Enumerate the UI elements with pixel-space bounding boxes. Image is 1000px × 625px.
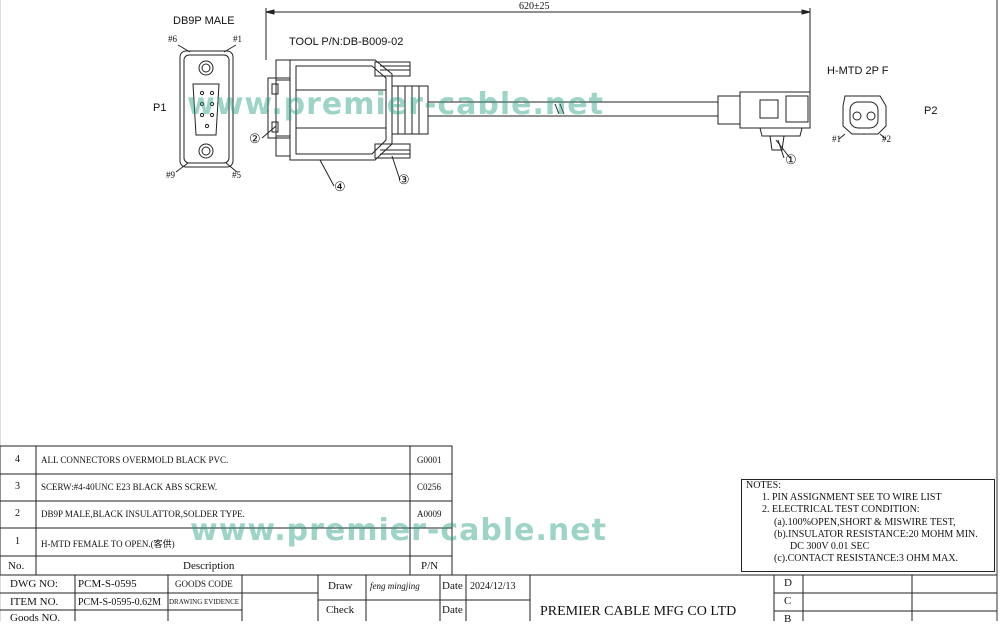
note-line-3: (a).100%OPEN,SHORT & MISWIRE TEST, (774, 516, 956, 528)
p2-connector-title: H-MTD 2P F (827, 65, 889, 77)
date-label: Date (442, 580, 463, 592)
callout-2: ② (249, 131, 261, 146)
bom-row-4-pn: G0001 (417, 455, 442, 465)
p1-connector-title: DB9P MALE (173, 15, 235, 27)
hmtd-front-view (838, 95, 887, 140)
p2-label: P2 (924, 105, 938, 117)
bom-row-4-desc: ALL CONNECTORS OVERMOLD BLACK PVC. (41, 455, 229, 465)
title-block-grid (0, 574, 997, 621)
notes-title: NOTES: (746, 480, 781, 491)
bom-row-2-no: 2 (15, 508, 20, 519)
bom-row-4-no: 4 (15, 454, 20, 465)
note-line-6: (c).CONTACT RESISTANCE:3 OHM MAX. (774, 553, 959, 565)
note-line-2: 2. ELECTRICAL TEST CONDITION: (762, 504, 920, 516)
note-line-5: DC 300V 0.01 SEC (790, 541, 870, 553)
goods-code-label: GOODS CODE (175, 579, 233, 589)
bom-row-2-desc: DB9P MALE,BLACK INSULATTOR,SOLDER TYPE. (41, 509, 245, 519)
date-label-check: Date (442, 604, 463, 616)
goods-no-label: Goods NO. (10, 612, 61, 624)
cable (428, 101, 718, 117)
tool-part-number: TOOL P/N:DB-B009-02 (289, 36, 404, 48)
callout-3: ③ (398, 172, 410, 187)
dwg-no-label: DWG NO: (10, 578, 58, 590)
db9-front-view (175, 44, 238, 173)
revision-c: C (784, 595, 792, 607)
notes-box: NOTES: 1. PIN ASSIGNMENT SEE TO WIRE LIS… (741, 479, 995, 572)
bom-row-3-no: 3 (15, 481, 20, 492)
length-dimension-label: 620±25 (519, 1, 550, 12)
p1-pin5-label: #5 (232, 170, 241, 180)
bom-header-desc: Description (183, 560, 235, 572)
bom-header-pn: P/N (421, 560, 439, 572)
p1-pin9-label: #9 (166, 170, 175, 180)
watermark-bottom: www.premier-cable.net (190, 513, 607, 548)
bom-row-1-no: 1 (15, 536, 20, 547)
item-no-value: PCM-S-0595-0.62M (78, 597, 162, 608)
bom-row-2-pn: A0009 (417, 509, 442, 519)
note-line-1: 1. PIN ASSIGNMENT SEE TO WIRE LIST (762, 492, 942, 504)
bom-row-3-desc: SCERW:#4-40UNC E23 BLACK ABS SCREW. (41, 482, 218, 492)
drawing-evidence-label: DRAWING EVIDENCE (169, 598, 240, 606)
callout-4: ④ (334, 179, 346, 194)
dwg-no-value: PCM-S-0595 (78, 578, 137, 590)
bom-row-1-desc: H-MTD FEMALE TO OPEN.(客供) (41, 539, 175, 549)
p2-pin2-label: #2 (882, 134, 891, 144)
item-no-label: ITEM NO. (10, 596, 59, 608)
note-line-4: (b).INSULATOR RESISTANCE:20 MOHM MIN. (774, 528, 978, 540)
p1-label: P1 (153, 102, 167, 114)
p1-pin6-label: #6 (168, 34, 177, 44)
callout-leaders (261, 125, 785, 187)
draw-label: Draw (328, 580, 353, 592)
p1-pin1-label: #1 (233, 34, 242, 44)
revision-d: D (784, 577, 792, 589)
bom-row-3-pn: C0256 (417, 482, 442, 492)
p2-pin1-label: #1 (832, 134, 841, 144)
check-label: Check (326, 604, 355, 616)
bom-header-no: No. (8, 560, 25, 572)
company-name: PREMIER CABLE MFG CO LTD (540, 604, 737, 619)
revision-b: B (784, 613, 792, 625)
date-value: 2024/12/13 (470, 581, 516, 592)
callout-1: ① (785, 152, 797, 167)
hmtd-side-view (717, 91, 811, 159)
draw-signature: feng mingjing (370, 581, 420, 591)
watermark-top: www.premier-cable.net (187, 87, 604, 122)
length-dimension (265, 8, 811, 100)
